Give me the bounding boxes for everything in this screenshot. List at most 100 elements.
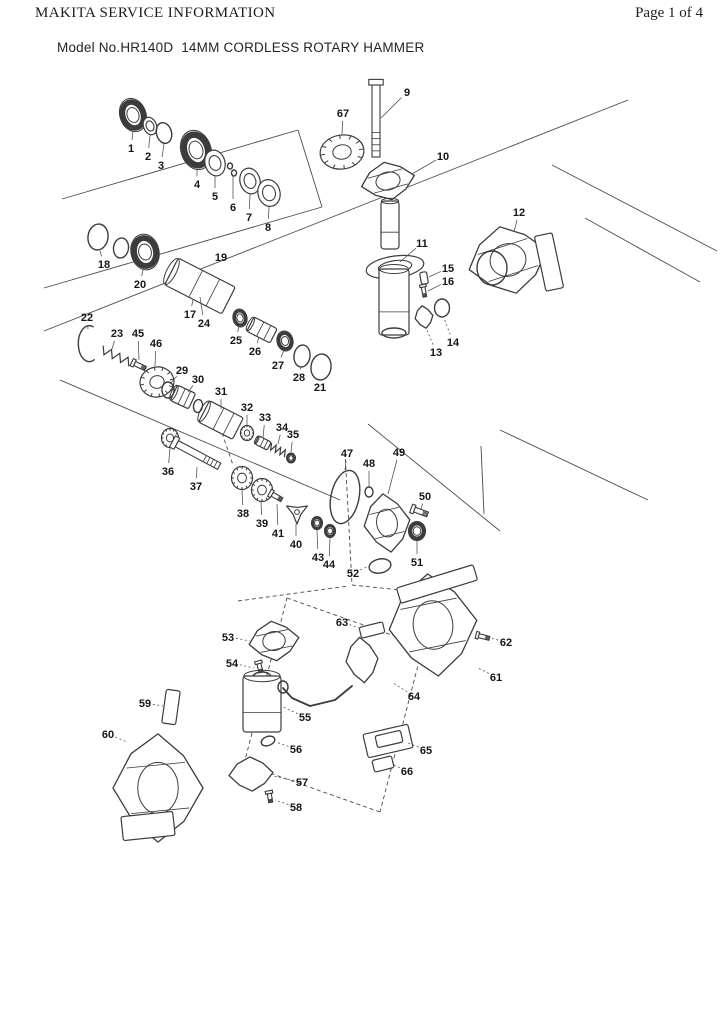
part-label-6: 6 <box>230 202 236 214</box>
leader-line <box>272 775 295 781</box>
leader-line <box>399 247 417 263</box>
leader-line <box>443 317 451 335</box>
part-label-53: 53 <box>222 632 234 644</box>
construction-line <box>61 129 299 200</box>
part-label-49: 49 <box>393 447 405 459</box>
part-glyph <box>310 353 332 381</box>
part-label-52: 52 <box>347 568 359 580</box>
part-label-54: 54 <box>226 658 239 670</box>
part-glyph <box>329 469 361 525</box>
part-glyph <box>142 116 158 136</box>
part-glyph <box>418 283 428 298</box>
part-label-9: 9 <box>404 87 410 99</box>
leader-line <box>111 340 115 350</box>
part-glyph <box>192 398 204 414</box>
construction-line <box>59 379 341 501</box>
part-label-57: 57 <box>296 777 308 789</box>
leader-line <box>489 637 499 641</box>
part-glyph <box>419 271 429 285</box>
leader-line <box>280 349 285 358</box>
part-glyph <box>378 264 410 336</box>
part-glyph <box>293 344 311 368</box>
leader-line <box>477 667 490 674</box>
leader-line <box>169 375 178 385</box>
part-glyph <box>371 755 395 773</box>
leader-line <box>237 325 240 333</box>
leader-line <box>290 441 293 453</box>
part-label-25: 25 <box>230 335 242 347</box>
leader-line <box>344 460 347 471</box>
construction-line <box>367 423 501 532</box>
leader-line <box>420 503 424 510</box>
leader-line <box>426 329 434 345</box>
part-glyph <box>102 345 130 367</box>
leader-line <box>380 97 402 119</box>
part-label-51: 51 <box>411 557 423 569</box>
part-label-67: 67 <box>337 108 349 120</box>
part-label-43: 43 <box>312 552 324 564</box>
part-glyph <box>250 477 274 503</box>
leader-line <box>328 537 331 557</box>
part-glyph <box>286 505 308 525</box>
leader-line <box>280 705 298 715</box>
part-glyph <box>276 330 294 352</box>
part-glyph <box>476 250 508 286</box>
part-label-66: 66 <box>401 766 413 778</box>
part-glyph <box>264 789 274 804</box>
part-label-5: 5 <box>212 191 218 203</box>
part-label-65: 65 <box>420 745 432 757</box>
construction-line <box>499 429 649 501</box>
part-glyph <box>112 237 130 259</box>
part-glyph <box>161 688 181 726</box>
part-label-3: 3 <box>158 160 164 172</box>
part-glyph <box>323 523 337 539</box>
part-label-59: 59 <box>139 698 151 710</box>
part-label-36: 36 <box>162 466 174 478</box>
part-glyph <box>77 324 96 363</box>
leader-line <box>154 350 157 367</box>
leader-line <box>131 130 134 141</box>
part-label-24: 24 <box>198 318 211 330</box>
part-glyph <box>129 357 148 372</box>
part-glyph <box>360 161 416 201</box>
part-glyph <box>534 232 564 292</box>
part-label-33: 33 <box>259 412 271 424</box>
document-header: MAKITA SERVICE INFORMATION <box>35 5 276 21</box>
part-glyph <box>374 730 404 748</box>
leader-line <box>241 489 244 506</box>
leader-line <box>349 624 363 630</box>
part-label-38: 38 <box>237 508 249 520</box>
part-label-30: 30 <box>192 374 204 386</box>
part-glyph <box>345 636 379 684</box>
leader-line <box>152 703 164 707</box>
leader-line <box>148 134 151 149</box>
leader-line <box>341 120 344 135</box>
part-glyph <box>228 756 274 792</box>
part-label-48: 48 <box>363 458 375 470</box>
construction-line-dashed <box>221 432 234 466</box>
part-label-37: 37 <box>190 481 202 493</box>
part-glyph <box>266 488 284 503</box>
leader-line <box>387 459 398 495</box>
part-glyph <box>120 810 176 842</box>
part-label-32: 32 <box>241 402 253 414</box>
part-glyph <box>282 685 353 707</box>
part-label-62: 62 <box>500 637 512 649</box>
part-glyph <box>130 233 160 271</box>
leader-line <box>513 219 518 233</box>
part-label-14: 14 <box>447 337 460 349</box>
construction-line <box>584 217 701 283</box>
part-glyph <box>396 564 478 604</box>
part-glyph <box>358 621 386 639</box>
part-label-46: 46 <box>150 338 162 350</box>
part-glyph <box>155 121 173 145</box>
leader-line <box>168 447 171 464</box>
leader-line <box>276 503 279 526</box>
part-glyph <box>245 316 278 343</box>
part-glyph <box>260 735 276 747</box>
construction-line-dashed <box>237 585 349 602</box>
part-glyph <box>407 520 427 542</box>
part-label-60: 60 <box>102 729 114 741</box>
leader-line <box>427 284 442 292</box>
